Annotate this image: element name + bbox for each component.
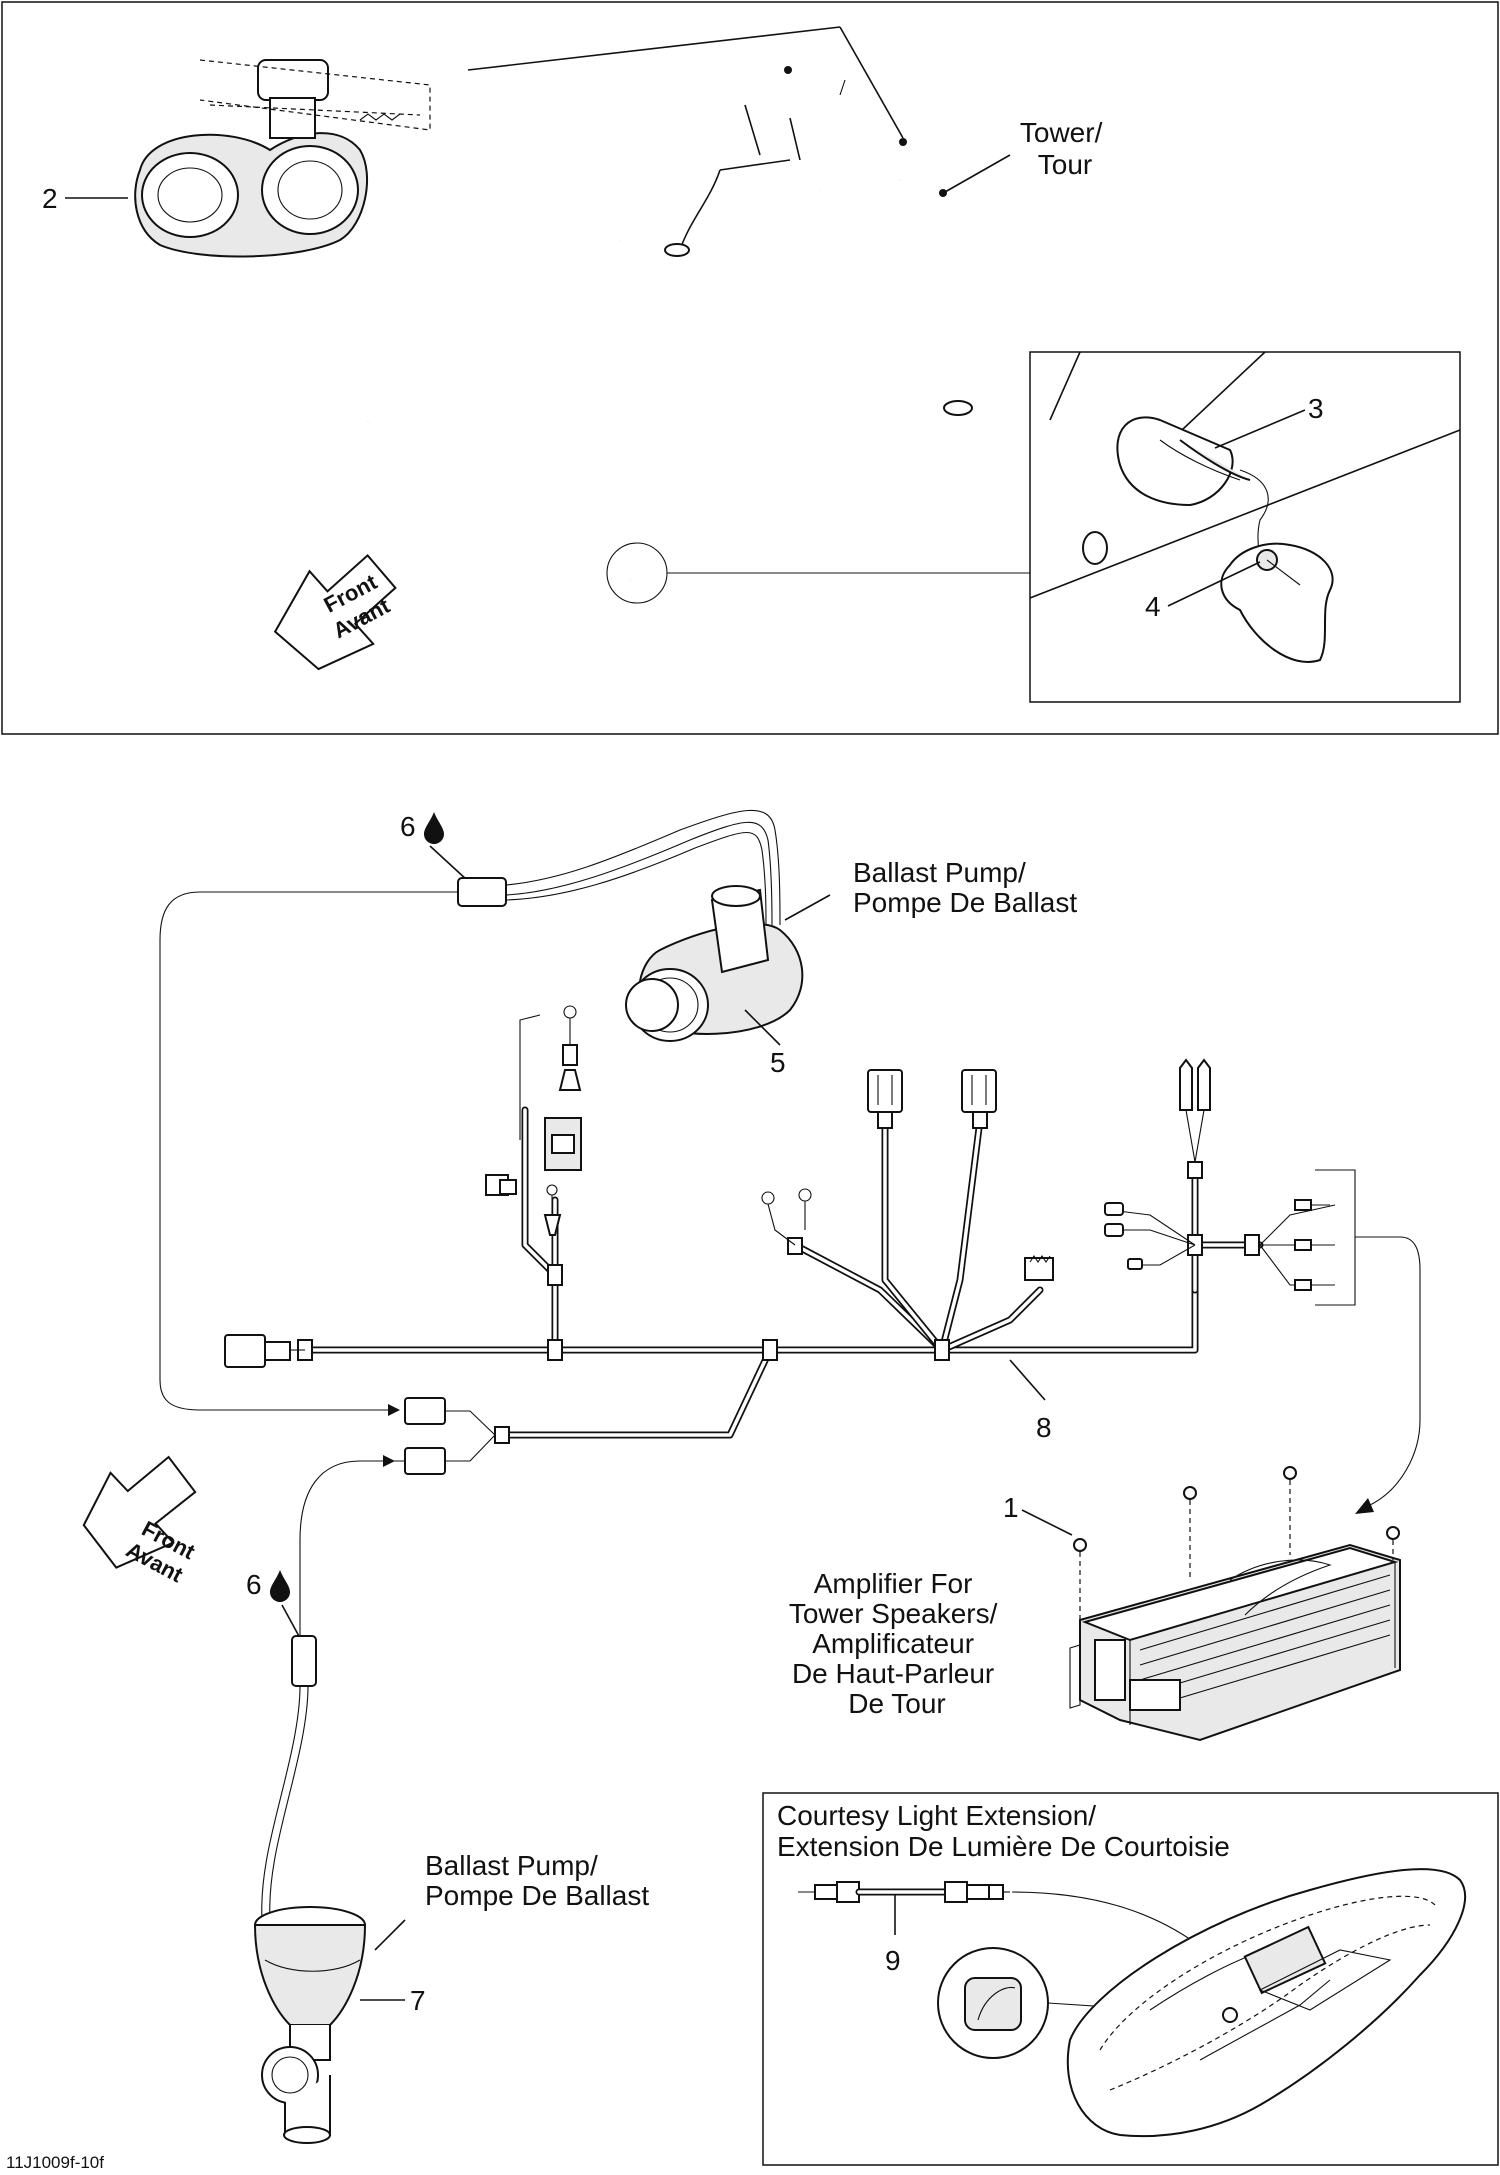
- callout-2: 2: [42, 183, 58, 214]
- ballast-pump-bottom-connector: [261, 1635, 317, 1921]
- pump-harness-connectors: [404, 1397, 496, 1475]
- oil-drop-icon: [424, 812, 444, 844]
- wire-loop-arrowhead: [388, 1404, 400, 1416]
- ballast-pump-top-connector: [457, 809, 781, 926]
- amplifier-label: Amplifier For Tower Speakers/ Amplificat…: [789, 1568, 1005, 1719]
- amplifier-screws: [1073, 1466, 1400, 1622]
- leader-5: [744, 1009, 781, 1046]
- leader-1: [1021, 1509, 1073, 1536]
- ballast-bottom-label-line2: Pompe De Ballast: [425, 1880, 649, 1911]
- ballast-pump-top: [625, 885, 804, 1042]
- amplifier-label-line5: De Tour: [848, 1688, 946, 1719]
- wire-loop-top: [159, 891, 458, 1411]
- leader-6-bottom: [281, 1604, 301, 1639]
- tower-label: Tower/ Tour: [1020, 117, 1110, 180]
- courtesy-light-extension: [798, 1881, 1206, 1951]
- wire-lower-pump: [299, 1460, 405, 1635]
- callout-6-bottom: 6: [246, 1569, 262, 1600]
- courtesy-light-label: Courtesy Light Extension/ Extension De L…: [777, 1800, 1230, 1862]
- leader-tower-top: [467, 26, 841, 71]
- amplifier-label-line2: Tower Speakers/: [789, 1598, 998, 1629]
- courtesy-light-lens: [937, 1947, 1049, 2059]
- callout-4: 4: [1145, 591, 1161, 622]
- ballast-top-label: Ballast Pump/ Pompe De Ballast: [853, 857, 1077, 918]
- leader-3: [1214, 409, 1306, 449]
- wire-lower-pump-arrowhead: [383, 1455, 395, 1467]
- tower-speaker-amplifier: [1069, 1543, 1401, 1742]
- tower-label-line2: Tour: [1038, 149, 1092, 180]
- front-arrow-top-text: Front Avant: [316, 566, 399, 643]
- leader-ballast-bottom: [374, 1919, 406, 1951]
- callout-1: 1: [1003, 1492, 1019, 1523]
- callout-9: 9: [885, 1945, 901, 1976]
- front-arrow-bottom: Front Avant: [82, 1455, 200, 1588]
- leader-6-top: [429, 845, 468, 881]
- amplifier-label-line3: Amplificateur: [812, 1628, 974, 1659]
- leader-tower-drop: [839, 26, 904, 139]
- callout-8: 8: [1036, 1412, 1052, 1443]
- tower-speaker: [134, 59, 431, 258]
- ballast-bottom-label: Ballast Pump/ Pompe De Ballast: [425, 1850, 649, 1911]
- ballast-top-label-line1: Ballast Pump/: [853, 857, 1026, 888]
- leader-4: [1167, 561, 1261, 607]
- ballast-bottom-label-line1: Ballast Pump/: [425, 1850, 598, 1881]
- wire-to-amplifier-arrowhead: [1355, 1498, 1374, 1514]
- callout-5: 5: [770, 1047, 786, 1078]
- amplifier-label-line4: De Haut-Parleur: [792, 1658, 994, 1689]
- detail-circle: [606, 542, 668, 604]
- detail-inset-frame: [1029, 351, 1461, 703]
- wire-to-amplifier: [1355, 1236, 1421, 1506]
- leader-ballast-top: [784, 894, 831, 921]
- detail-inset-drawing: [1029, 351, 1461, 663]
- callout-3: 3: [1308, 393, 1324, 424]
- callout-7: 7: [410, 1985, 426, 2016]
- top-panel-frame: [1, 1, 1499, 735]
- ballast-top-label-line2: Pompe De Ballast: [853, 887, 1077, 918]
- callout-6-top: 6: [400, 811, 416, 842]
- reference-code: 11J1009f-10f: [6, 2153, 104, 2172]
- amplifier-label-line1: Amplifier For: [814, 1568, 973, 1599]
- leader-8: [1009, 1359, 1046, 1401]
- courtesy-light-label-line2: Extension De Lumière De Courtoisie: [777, 1831, 1230, 1862]
- boat-hull: [1066, 1868, 1466, 2138]
- main-wiring-harness: [224, 1005, 1356, 1444]
- courtesy-light-label-line1: Courtesy Light Extension/: [777, 1800, 1096, 1831]
- front-arrow-top: Front Avant: [273, 554, 399, 671]
- tower-label-line1: Tower/: [1020, 117, 1103, 148]
- leader-tower: [944, 154, 1011, 193]
- oil-drop-icon: [270, 1570, 290, 1602]
- ballast-pump-bottom: [253, 1906, 367, 2144]
- wakeboard-tower: [366, 66, 973, 582]
